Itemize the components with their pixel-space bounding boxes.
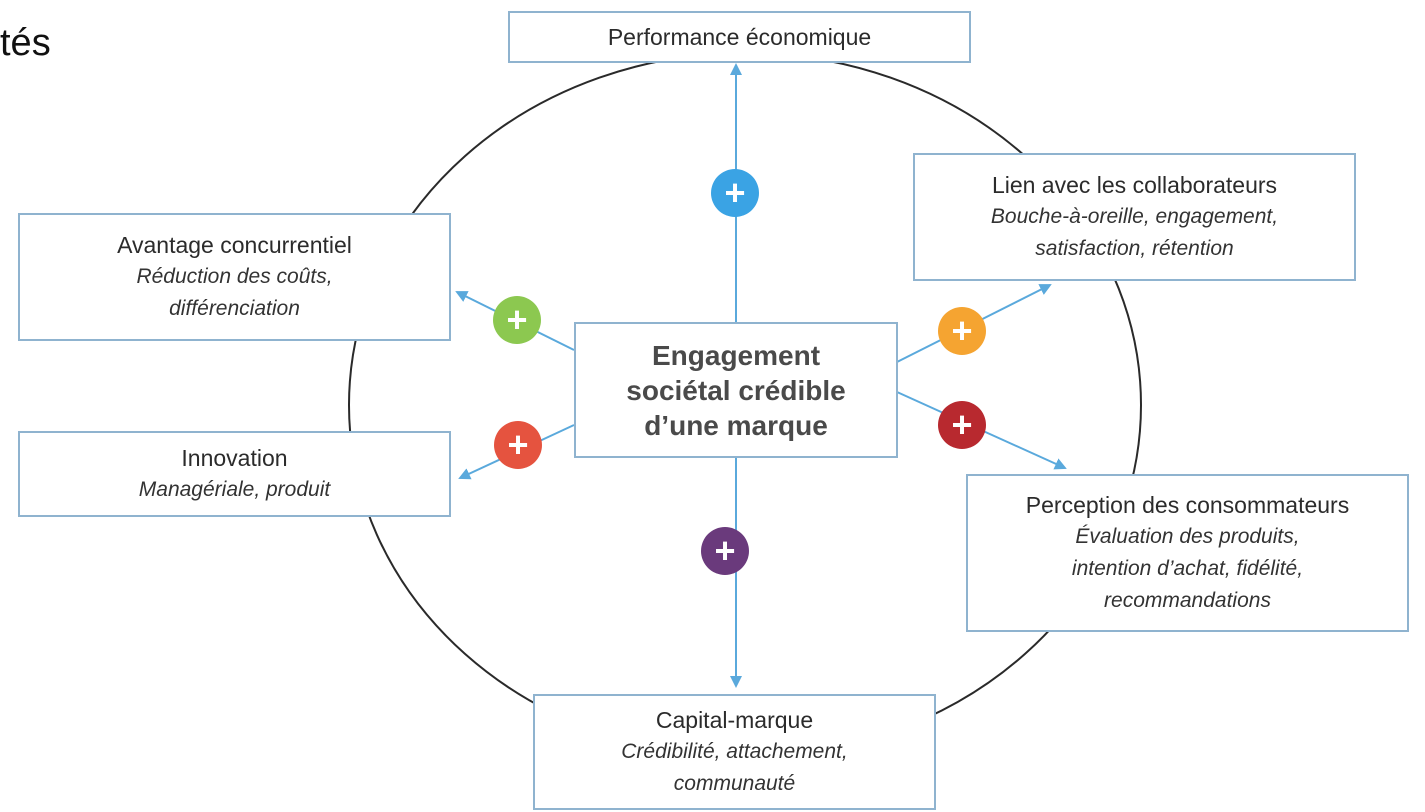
plus-circle [493, 296, 541, 344]
node-detail: intention d’achat, fidélité, [1071, 557, 1304, 580]
node-title: Performance économique [607, 24, 872, 50]
plus-badge-top: + [711, 169, 759, 217]
plus-icon: + [951, 310, 972, 351]
node-title: Avantage concurrentiel [117, 232, 352, 258]
page-fragment-text: tés [0, 22, 51, 64]
node-detail: Réduction des coûts, [136, 265, 333, 288]
node-title: Capital-marque [655, 707, 814, 733]
center-line: Engagement [651, 339, 821, 371]
node-detail: satisfaction, rétention [1035, 237, 1234, 260]
node-title: Lien avec les collaborateurs [991, 172, 1278, 198]
center-node: Engagement sociétal crédible d’une marqu… [574, 322, 898, 458]
node-detail: Managériale, produit [138, 478, 331, 501]
plus-icon: + [507, 424, 528, 465]
node-consommateurs: Perception des consommateurs Évaluation … [966, 474, 1409, 632]
plus-badge-bottom: + [701, 527, 749, 575]
node-innovation: Innovation Managériale, produit [18, 431, 451, 517]
node-capital-marque: Capital-marque Crédibilité, attachement,… [533, 694, 936, 810]
plus-badge-left-bottom: + [494, 421, 542, 469]
node-avantage: Avantage concurrentiel Réduction des coû… [18, 213, 451, 341]
plus-circle [938, 401, 986, 449]
plus-badge-left-top: + [493, 296, 541, 344]
node-detail: Bouche-à-oreille, engagement, [990, 205, 1279, 228]
node-performance: Performance économique [508, 11, 971, 63]
node-title: Perception des consommateurs [1025, 492, 1350, 518]
plus-circle [494, 421, 542, 469]
plus-icon: + [506, 299, 527, 340]
node-title: Innovation [181, 445, 288, 471]
plus-badge-right-top: + [938, 307, 986, 355]
plus-circle [938, 307, 986, 355]
node-collaborateurs: Lien avec les collaborateurs Bouche-à-or… [913, 153, 1356, 281]
node-detail: recommandations [1104, 589, 1271, 612]
node-detail: communauté [673, 772, 796, 795]
plus-circle [711, 169, 759, 217]
plus-icon: + [951, 404, 972, 445]
center-line: d’une marque [644, 409, 828, 441]
plus-icon: + [724, 172, 745, 213]
node-detail: différenciation [169, 297, 300, 320]
plus-circle [701, 527, 749, 575]
node-detail: Évaluation des produits, [1075, 525, 1300, 548]
plus-badge-right-bottom: + [938, 401, 986, 449]
plus-icon: + [714, 530, 735, 571]
center-line: sociétal crédible [626, 374, 846, 406]
node-detail: Crédibilité, attachement, [621, 740, 848, 763]
